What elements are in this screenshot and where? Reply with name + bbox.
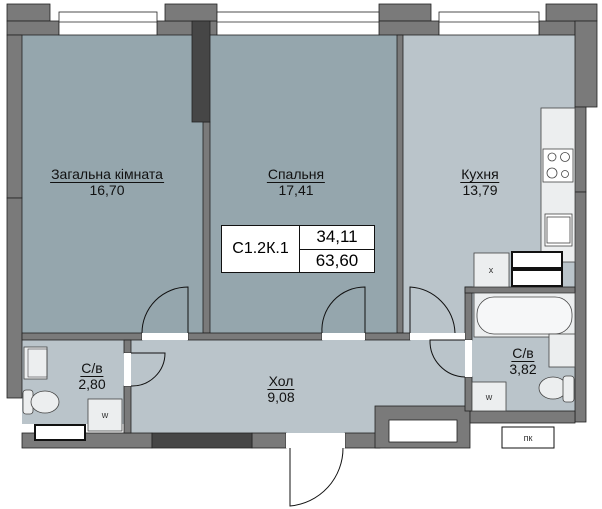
wall-bath-right-2: [464, 376, 473, 412]
fridge: [473, 252, 510, 288]
wall-top-left-2: [6, 20, 60, 36]
window-bedroom: [216, 11, 380, 36]
toilet-right-icon: [538, 375, 575, 403]
wall-right-upper: [574, 20, 598, 108]
room-area: 2,80: [78, 376, 106, 392]
sink-left-bath: [23, 346, 48, 380]
radiator-kitchen: [511, 251, 563, 287]
wall-top-mid-2: [378, 3, 432, 22]
window-living: [58, 11, 158, 36]
washer-right-tag: w: [485, 392, 493, 402]
washer-right: [471, 381, 507, 412]
bedroom-floor: [210, 35, 397, 333]
wall-right-low2: [574, 191, 587, 423]
door-entrance-swing[interactable]: [289, 447, 344, 507]
wall-dark-bottom: [151, 432, 253, 449]
wall-bath-right: [464, 286, 473, 341]
room-hall: Хол 9,08: [267, 374, 294, 405]
window-kitchen: [438, 11, 540, 36]
fridge-tag: x: [488, 265, 494, 275]
room-name: Кухня: [460, 166, 500, 183]
room-bathroom-left: С/в 2,80: [78, 361, 105, 392]
wall-rooms-hall-1: [21, 332, 143, 341]
wall-rooms-hall-3: [364, 332, 411, 341]
door-living-swing[interactable]: [141, 286, 189, 334]
wall-living-bedroom: [202, 121, 211, 334]
total-area: 63,60: [315, 250, 359, 270]
boiler-tag: пк: [523, 433, 533, 443]
wall-top-right-b: [545, 3, 598, 22]
door-kitchen-swing[interactable]: [409, 286, 456, 334]
living-room-floor: [22, 35, 203, 333]
room-bedroom: Спальня 17,41: [266, 166, 326, 198]
room-name: Хол: [267, 373, 295, 390]
washer-left-tag: w: [101, 410, 109, 420]
unit-info-box: С1.2К.1 34,11 63,60: [221, 225, 375, 273]
boiler-box: [501, 426, 555, 449]
wall-bottom-right-2: [469, 410, 576, 424]
room-area: 16,70: [89, 182, 125, 198]
door-bath-left-swing[interactable]: [130, 352, 166, 387]
living-area: 34,11: [300, 226, 374, 250]
wall-left-lower: [6, 197, 23, 399]
wall-bottom-mid: [251, 432, 287, 449]
stove-burners-icon: [546, 152, 570, 179]
wall-rooms-hall-2: [187, 332, 323, 341]
sink: [544, 213, 573, 247]
wall-bath-right-top: [464, 286, 576, 294]
room-name: Загальна кімната: [50, 166, 164, 183]
sink-right-bath: [548, 333, 576, 368]
room-area: 13,79: [462, 182, 498, 198]
radiator-left-bath: [34, 424, 86, 441]
washer-left: [87, 398, 123, 432]
room-kitchen: Кухня 13,79: [460, 166, 500, 198]
wall-top-left: [6, 3, 51, 22]
room-area: 9,08: [267, 389, 295, 405]
wall-left: [6, 34, 23, 199]
room-area: 3,82: [509, 361, 537, 377]
unit-code: С1.2К.1: [222, 226, 300, 272]
room-bathroom-right: С/в 3,82: [509, 346, 536, 377]
door-bath-right-swing[interactable]: [429, 339, 466, 378]
wall-bedroom-kitchen: [396, 34, 404, 334]
room-name: С/в: [511, 345, 535, 362]
room-area: 17,41: [278, 182, 314, 198]
wall-top-mid-1b: [164, 3, 218, 22]
wall-bath-left: [123, 339, 132, 354]
wall-top-right: [538, 20, 576, 36]
room-name: Спальня: [266, 166, 326, 183]
room-living: Загальна кімната 16,70: [50, 167, 164, 198]
wall-dark-column: [191, 20, 211, 123]
wall-right-lower: [574, 106, 587, 193]
door-bedroom-swing[interactable]: [321, 286, 366, 334]
wall-top-mid-2b: [378, 20, 440, 36]
room-name: С/в: [80, 360, 104, 377]
toilet-left-icon: [22, 389, 60, 415]
wall-bath-left-2: [123, 385, 132, 434]
window-bottom-niche: [388, 419, 458, 443]
